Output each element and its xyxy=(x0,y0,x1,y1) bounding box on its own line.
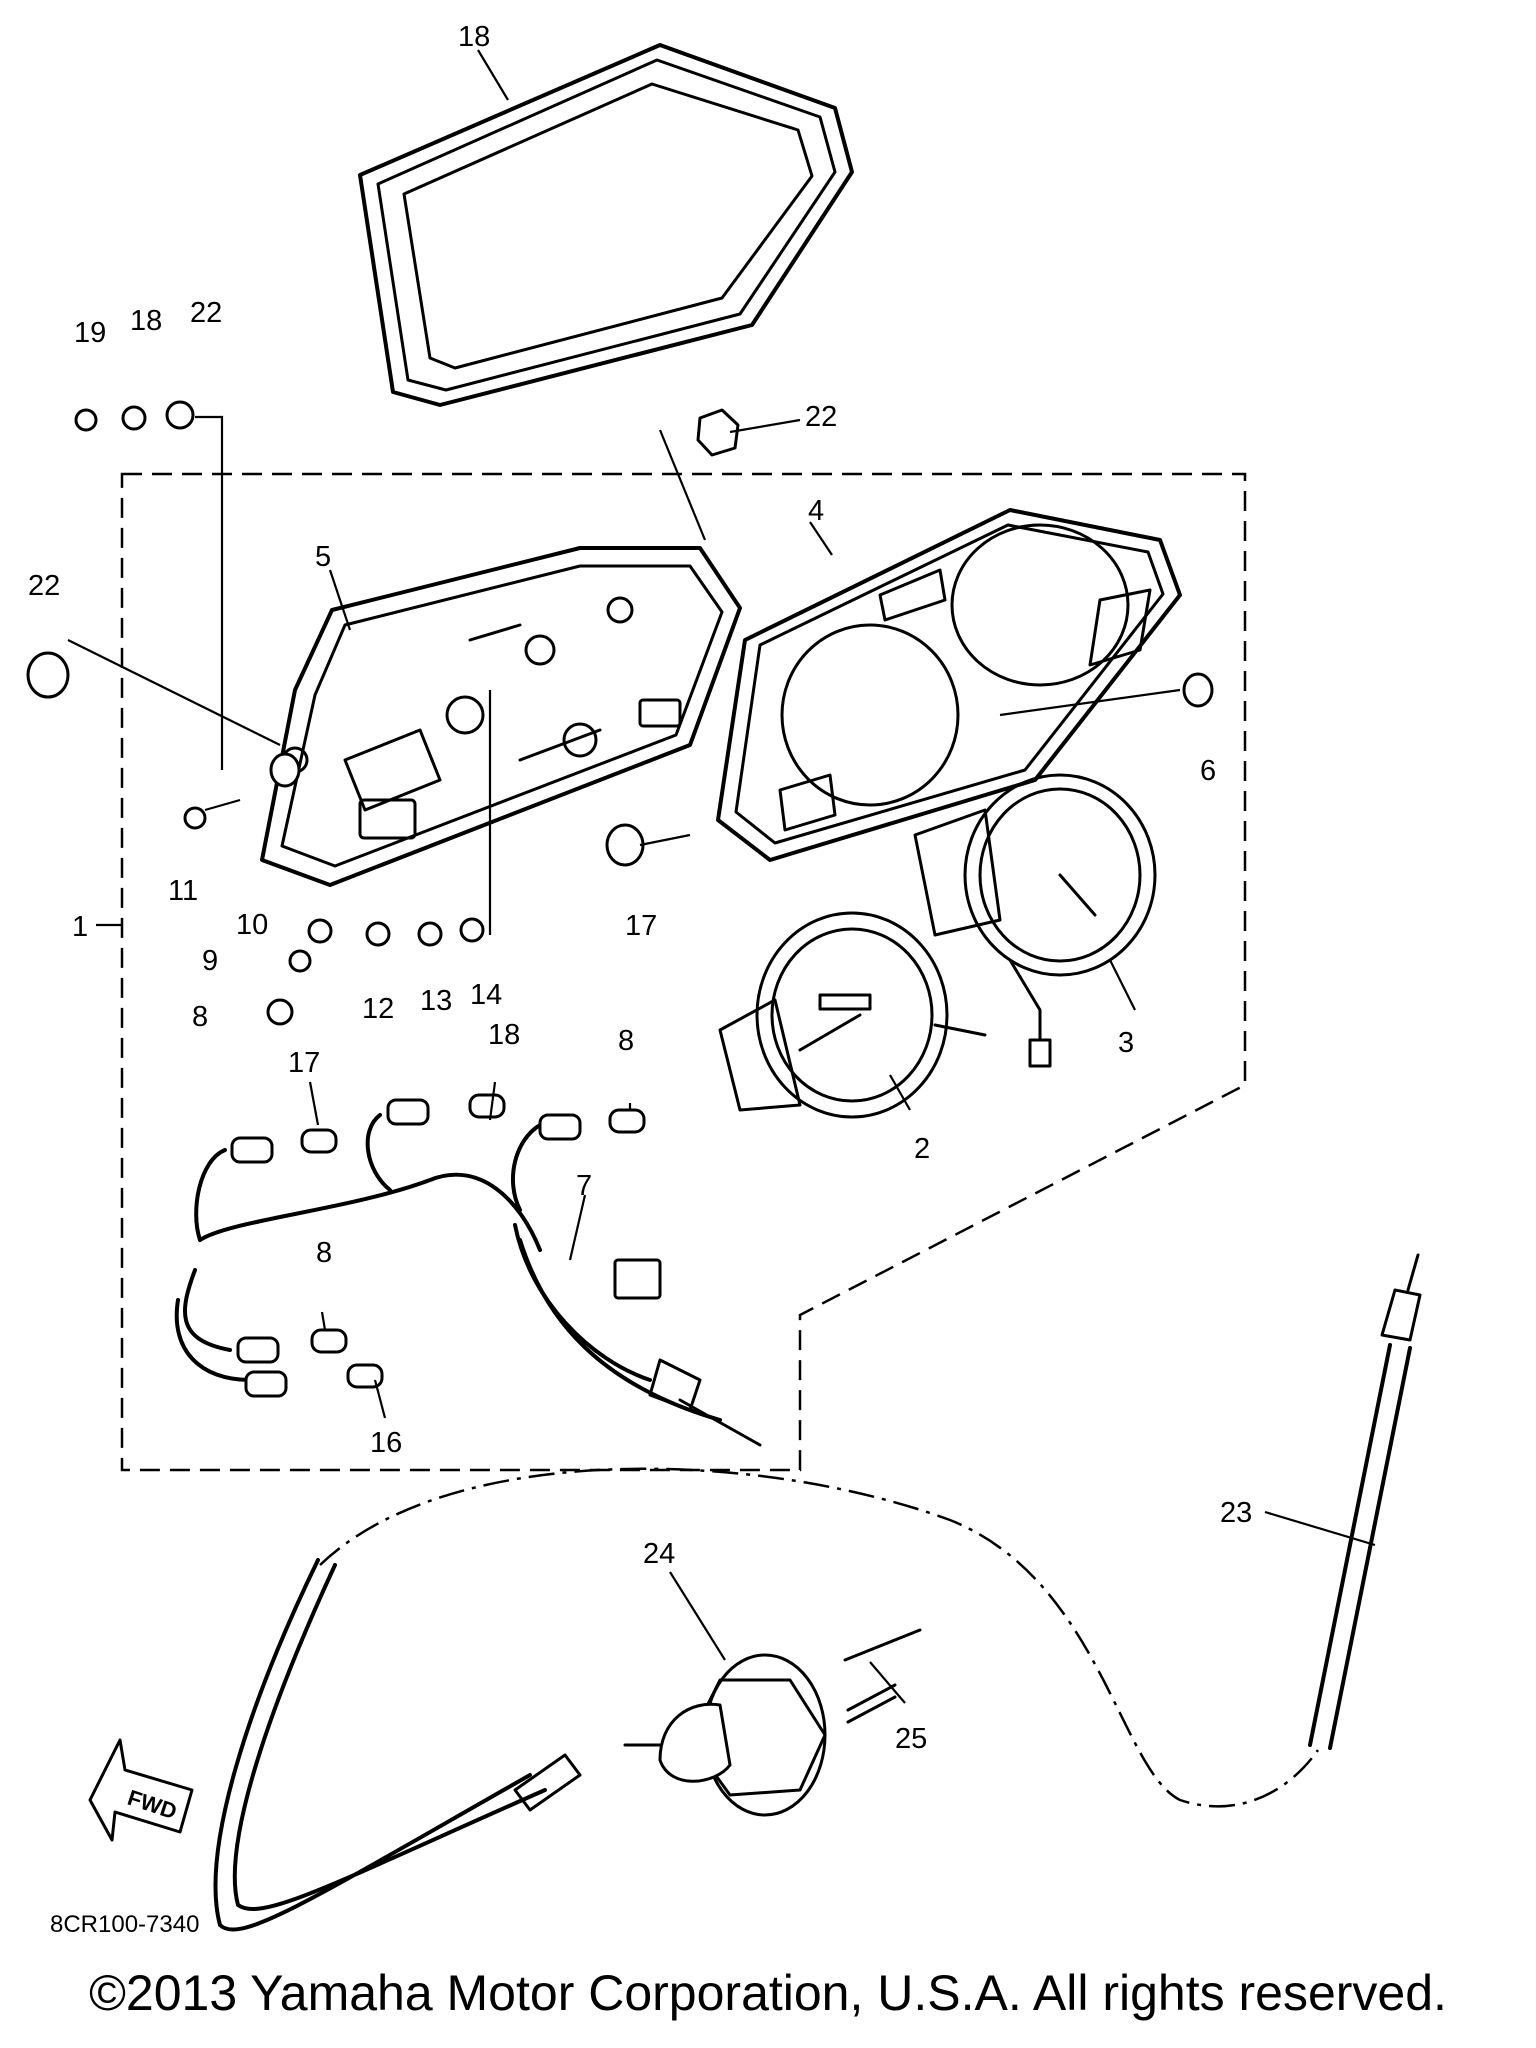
wire-harness-drawing xyxy=(174,1093,762,1447)
callout-7: 7 xyxy=(576,1170,592,1202)
speedometer-cable-drawing xyxy=(213,1253,1422,1932)
callout-10: 9 xyxy=(202,945,218,977)
cable-route-line xyxy=(319,1467,1320,1808)
callout-19: 18 xyxy=(458,21,490,53)
callout-13: 12 xyxy=(362,993,394,1025)
callout-22-right: 22 xyxy=(805,401,837,433)
callout-8-bottom: 8 xyxy=(316,1237,332,1269)
callout-8-top: 8 xyxy=(618,1025,634,1057)
tachometer-drawing xyxy=(913,773,1157,1068)
speedometer-gear-drawing xyxy=(623,1653,897,1817)
callout-17-left: 17 xyxy=(288,1047,320,1079)
callout-1: 1 xyxy=(72,911,88,943)
forward-arrow-icon: FWD xyxy=(88,1738,194,1842)
callout-2: 2 xyxy=(914,1133,930,1165)
callout-6: 6 xyxy=(1200,755,1216,787)
callout-11: 10 xyxy=(236,909,268,941)
callout-22-top-left: 22 xyxy=(190,297,222,329)
speedometer-drawing xyxy=(718,911,987,1119)
callout-17-right: 18 xyxy=(488,1019,520,1051)
lens-gasket-drawing xyxy=(358,43,854,407)
callout-5: 5 xyxy=(315,541,331,573)
callout-3: 3 xyxy=(1118,1027,1134,1059)
callout-21: 19 xyxy=(74,317,106,349)
callout-labels: 18 19 18 22 22 22 4 5 6 11 17 1 10 9 8 1… xyxy=(28,21,1252,1755)
meter-cover-drawing xyxy=(716,508,1182,862)
callout-15: 14 xyxy=(470,979,502,1011)
callout-12: 11 xyxy=(168,875,198,907)
leader-lines xyxy=(67,49,1376,1704)
callout-24: 24 xyxy=(643,1538,675,1570)
callout-16: 16 xyxy=(370,1427,402,1459)
meter-case-drawing xyxy=(260,546,742,887)
callout-18: 17 xyxy=(625,910,657,942)
callout-14: 13 xyxy=(420,985,452,1017)
pin-drawing xyxy=(843,1628,922,1662)
drawing-code: 8CR100-7340 xyxy=(50,1911,199,1938)
callout-4: 4 xyxy=(808,495,824,527)
fasteners-drawing xyxy=(26,400,1214,1026)
callout-20: 18 xyxy=(130,305,162,337)
assembly-boundary xyxy=(120,472,1247,1472)
copyright-notice: ©2013 Yamaha Motor Corporation, U.S.A. A… xyxy=(89,1965,1447,2021)
callout-23: 23 xyxy=(1220,1497,1252,1529)
callout-9: 8 xyxy=(192,1001,208,1033)
callout-25: 25 xyxy=(895,1723,927,1755)
callout-22-left: 22 xyxy=(28,570,60,602)
